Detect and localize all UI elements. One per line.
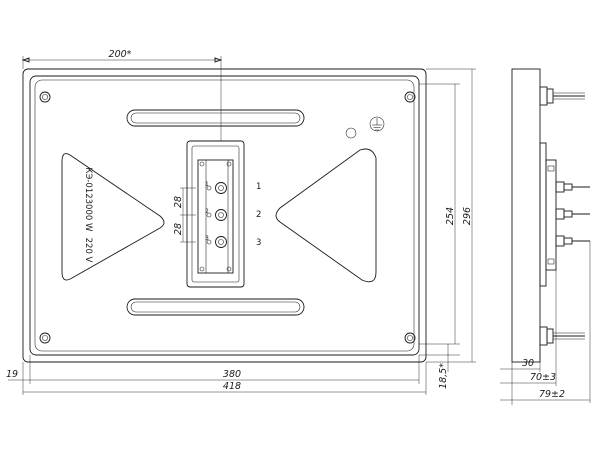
indicator-hole bbox=[345, 127, 357, 139]
corner-screw-bottom-left bbox=[39, 332, 51, 344]
dim-19-label: 19 bbox=[6, 369, 18, 380]
side-plate bbox=[511, 68, 541, 363]
corner-screw-top-right bbox=[404, 91, 416, 103]
side-terminal-2 bbox=[555, 208, 590, 220]
marking-model: КЭ-012 bbox=[83, 167, 93, 198]
block-screw bbox=[226, 266, 232, 272]
dim-296-label: 296 bbox=[462, 207, 473, 225]
dim-254-label: 254 bbox=[445, 207, 456, 225]
stud-top bbox=[539, 86, 585, 106]
terminal-small-number-2: 2 bbox=[205, 208, 209, 215]
side-terminal-box bbox=[539, 142, 547, 287]
block-screw bbox=[199, 161, 205, 167]
terminal-small-number-1: 1 bbox=[205, 181, 209, 188]
slot-top-inner bbox=[130, 112, 301, 124]
marking-voltage: 220 V bbox=[83, 238, 93, 263]
dim-79-label: 79±2 bbox=[539, 389, 565, 400]
plate-flange bbox=[29, 75, 420, 356]
block-screw bbox=[199, 266, 205, 272]
front-dimensions: 200* 254 296 18,5* 19 380 418 bbox=[6, 49, 476, 395]
terminal-housing-inner bbox=[191, 145, 240, 283]
side-terminal-3 bbox=[555, 235, 590, 247]
pitch-label-2: 28 bbox=[173, 223, 184, 235]
side-view bbox=[511, 68, 590, 363]
plate-inner-panel bbox=[34, 79, 415, 352]
terminal-block bbox=[197, 159, 234, 274]
side-box-screw bbox=[547, 165, 555, 172]
dim-70-label: 70±3 bbox=[530, 372, 556, 383]
terminal-housing-outer bbox=[186, 140, 245, 288]
dim-30-label: 30 bbox=[522, 358, 534, 369]
dim-200-arrows bbox=[21, 57, 223, 63]
triangle-left bbox=[61, 153, 165, 281]
plate-outer bbox=[22, 68, 427, 363]
stud-bottom bbox=[539, 326, 585, 346]
corner-screw-bottom-right bbox=[404, 332, 416, 344]
slot-bottom bbox=[126, 298, 305, 316]
terminal-number-2: 2 bbox=[256, 210, 261, 220]
terminal-2 bbox=[206, 209, 227, 221]
side-dimensions: 30 70±3 79±2 bbox=[500, 241, 591, 405]
ground-symbol-icon bbox=[369, 116, 385, 132]
dim-418-label: 418 bbox=[223, 381, 241, 392]
dim-18-label: 18,5* bbox=[438, 363, 449, 389]
terminal-3 bbox=[206, 236, 227, 248]
dim-380-label: 380 bbox=[223, 369, 241, 380]
corner-screw-top-left bbox=[39, 91, 51, 103]
terminal-1 bbox=[206, 182, 227, 194]
terminal-small-number-3: 3 bbox=[205, 235, 209, 242]
front-view: 28 28 1 2 3 1 2 3 КЭ-012 3000 W 220 V bbox=[22, 68, 427, 363]
pitch-label-1: 28 bbox=[173, 196, 184, 208]
terminal-number-1: 1 bbox=[256, 182, 261, 192]
marking-power: 3000 W bbox=[83, 199, 93, 232]
terminal-number-3: 3 bbox=[256, 238, 261, 248]
side-terminal-box-inner bbox=[545, 159, 557, 271]
block-screw bbox=[226, 161, 232, 167]
side-box-screw bbox=[547, 258, 555, 265]
slot-top bbox=[126, 109, 305, 127]
dim-200-label: 200* bbox=[109, 49, 132, 60]
slot-bottom-inner bbox=[130, 301, 301, 313]
side-terminal-1 bbox=[555, 181, 590, 193]
triangle-right bbox=[275, 148, 377, 283]
